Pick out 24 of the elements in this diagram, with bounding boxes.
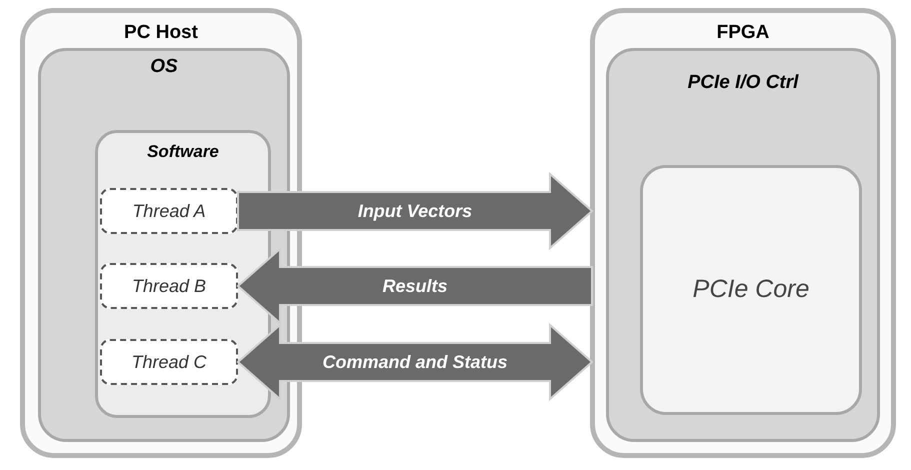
edge-label: Command and Status xyxy=(322,350,508,374)
node-label: PCIe I/O Ctrl xyxy=(686,71,800,95)
node-label: Software xyxy=(146,141,220,162)
host-panel xyxy=(20,8,302,458)
edge-label: Input Vectors xyxy=(358,200,472,223)
edge-label: Results xyxy=(382,274,448,298)
node-label: Thread A xyxy=(132,200,206,222)
fpga-panel xyxy=(590,8,896,458)
core-panel xyxy=(640,165,862,415)
software-panel xyxy=(95,130,271,418)
node-label: PC Host xyxy=(123,21,199,45)
thread-box xyxy=(100,188,238,234)
block-arrow xyxy=(237,172,594,250)
node-label: PCIe Core xyxy=(692,274,810,306)
node-label: FPGA xyxy=(716,21,770,45)
node-label: Thread B xyxy=(132,274,206,298)
node-label: Thread C xyxy=(131,350,207,374)
thread-box xyxy=(100,339,238,385)
node-label: OS xyxy=(149,55,179,79)
os-panel xyxy=(38,48,290,442)
block-arrow xyxy=(236,322,594,402)
io-controller-panel xyxy=(606,48,880,442)
block-arrow xyxy=(236,246,593,326)
thread-box xyxy=(100,263,238,309)
